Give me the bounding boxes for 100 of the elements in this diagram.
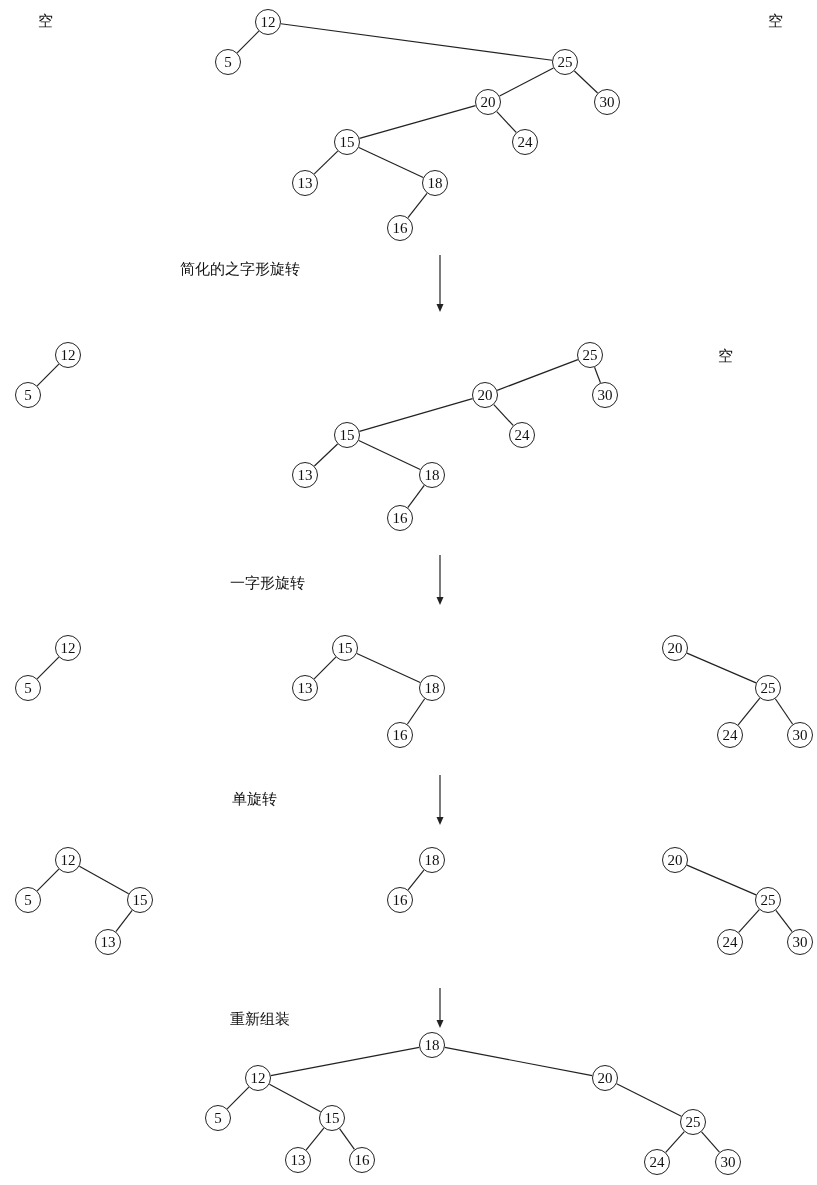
tree-edge bbox=[593, 366, 602, 384]
tree-edge bbox=[313, 150, 339, 175]
node-value: 30 bbox=[599, 94, 615, 110]
node-value: 5 bbox=[224, 54, 232, 70]
node-value: 18 bbox=[424, 467, 440, 483]
tree-node bbox=[644, 1149, 670, 1175]
node-value: 5 bbox=[214, 1110, 222, 1126]
tree-node bbox=[662, 635, 688, 661]
step-label: 简化的之字形旋转 bbox=[180, 260, 300, 279]
node-value: 20 bbox=[597, 1070, 613, 1086]
node-value: 15 bbox=[339, 427, 355, 443]
node-value: 18 bbox=[427, 175, 443, 191]
tree-edge bbox=[270, 1046, 420, 1077]
node-value: 18 bbox=[424, 680, 440, 696]
tree-node bbox=[319, 1105, 345, 1131]
tree-node bbox=[15, 675, 41, 701]
node-value: 24 bbox=[722, 727, 738, 743]
tree-node bbox=[127, 887, 153, 913]
tree-edge bbox=[775, 909, 793, 933]
node-value: 12 bbox=[60, 347, 76, 363]
node-value: 18 bbox=[424, 852, 440, 868]
node-value: 25 bbox=[582, 347, 598, 363]
tree-node bbox=[205, 1105, 231, 1131]
tree-edge bbox=[406, 698, 426, 725]
tree-edge bbox=[498, 67, 555, 97]
node-value: 15 bbox=[337, 640, 353, 656]
tree-edge bbox=[496, 110, 517, 134]
tree-node bbox=[755, 675, 781, 701]
tree-node bbox=[717, 929, 743, 955]
tree-node bbox=[592, 1065, 618, 1091]
tree-edge bbox=[268, 1083, 322, 1113]
tree-edge bbox=[338, 1128, 356, 1150]
tree-node bbox=[715, 1149, 741, 1175]
tree-edge bbox=[496, 359, 579, 391]
tree-node bbox=[292, 170, 318, 196]
tree-edge bbox=[313, 443, 339, 467]
tree-node bbox=[387, 722, 413, 748]
tree-edge bbox=[407, 484, 425, 509]
node-value: 24 bbox=[649, 1154, 665, 1170]
node-value: 13 bbox=[100, 934, 116, 950]
tree-node bbox=[787, 722, 813, 748]
tree-node bbox=[255, 9, 281, 35]
node-value: 24 bbox=[514, 427, 530, 443]
tree-edge bbox=[573, 70, 599, 94]
tree-node bbox=[95, 929, 121, 955]
tree-edge bbox=[444, 1046, 593, 1077]
tree-node bbox=[387, 215, 413, 241]
tree-edge bbox=[700, 1131, 721, 1153]
node-value: 12 bbox=[60, 852, 76, 868]
tree-node bbox=[334, 422, 360, 448]
node-value: 13 bbox=[297, 680, 313, 696]
tree-node bbox=[422, 170, 448, 196]
node-value: 30 bbox=[792, 934, 808, 950]
node-value: 16 bbox=[392, 892, 408, 908]
tree-edge bbox=[236, 30, 260, 54]
tree-edge bbox=[358, 104, 477, 140]
node-value: 25 bbox=[685, 1114, 701, 1130]
tree-node bbox=[662, 847, 688, 873]
node-value: 18 bbox=[424, 1037, 440, 1053]
node-value: 12 bbox=[260, 14, 276, 30]
node-value: 13 bbox=[290, 1152, 306, 1168]
tree-node bbox=[215, 49, 241, 75]
step-label: 单旋转 bbox=[232, 790, 277, 809]
step-label: 重新组装 bbox=[230, 1010, 290, 1029]
node-value: 24 bbox=[722, 934, 738, 950]
tree-node bbox=[387, 887, 413, 913]
node-value: 12 bbox=[60, 640, 76, 656]
tree-node bbox=[680, 1109, 706, 1135]
node-value: 20 bbox=[667, 640, 683, 656]
tree-node bbox=[594, 89, 620, 115]
tree-node bbox=[285, 1147, 311, 1173]
node-value: 30 bbox=[597, 387, 613, 403]
tree-edge bbox=[358, 146, 424, 179]
tree-node bbox=[419, 462, 445, 488]
tree-node bbox=[349, 1147, 375, 1173]
node-value: 20 bbox=[667, 852, 683, 868]
tree-node bbox=[419, 675, 445, 701]
tree-node bbox=[475, 89, 501, 115]
tree-node bbox=[292, 675, 318, 701]
tree-node bbox=[332, 635, 358, 661]
node-value: 15 bbox=[132, 892, 148, 908]
tree-node bbox=[552, 49, 578, 75]
tree-edge bbox=[358, 398, 474, 432]
tree-node bbox=[55, 635, 81, 661]
tree-edge bbox=[305, 1127, 325, 1151]
tree-edge bbox=[407, 192, 428, 219]
tree-node bbox=[592, 382, 618, 408]
node-value: 20 bbox=[477, 387, 493, 403]
node-value: 16 bbox=[354, 1152, 370, 1168]
node-value: 15 bbox=[324, 1110, 340, 1126]
tree-node bbox=[755, 887, 781, 913]
node-value: 5 bbox=[24, 892, 32, 908]
tree-edge bbox=[280, 23, 553, 61]
tree-node bbox=[509, 422, 535, 448]
node-value: 16 bbox=[392, 727, 408, 743]
node-value: 13 bbox=[297, 467, 313, 483]
tree-node bbox=[717, 722, 743, 748]
empty-tree-label: 空 bbox=[38, 12, 53, 31]
tree-edge bbox=[737, 697, 761, 726]
node-value: 30 bbox=[720, 1154, 736, 1170]
